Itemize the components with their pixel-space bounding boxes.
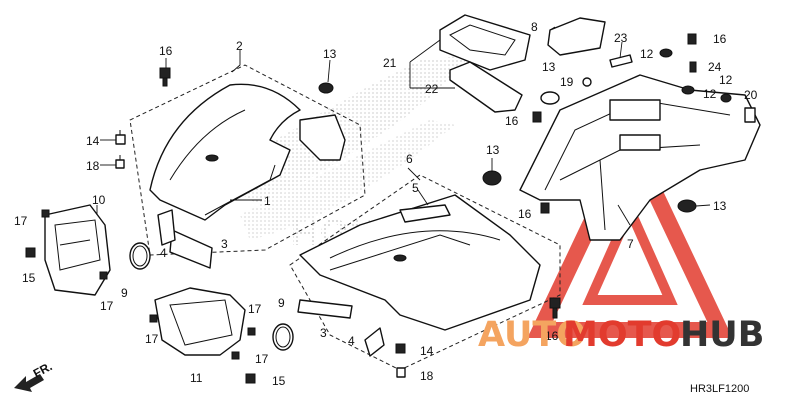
label-part-12: 12: [640, 47, 654, 61]
fender-7: [519, 74, 761, 241]
label-part-16: 16: [713, 32, 727, 46]
screw-18-left: [115, 155, 125, 169]
lid-21: [439, 14, 531, 71]
label-part-4: 4: [160, 246, 167, 260]
front-arrow-indicator: FR.: [14, 359, 54, 392]
screw-18-lower: [396, 367, 406, 378]
label-part-9: 9: [278, 296, 285, 310]
clip-17-b: [99, 271, 108, 280]
clip-19: [582, 77, 592, 87]
label-part-8: 8: [531, 20, 538, 34]
logo-text-auto: AUTO: [478, 315, 586, 355]
label-part-17: 17: [255, 352, 269, 366]
clip-17-a: [41, 209, 50, 218]
label-part-13: 13: [542, 60, 556, 74]
label-part-12: 12: [703, 87, 717, 101]
bolt-14-left: [115, 130, 126, 145]
part-20: [744, 107, 756, 123]
strip-23: [609, 54, 633, 68]
label-part-12: 12: [719, 73, 733, 87]
logo-text-moto: MOTO: [563, 315, 681, 355]
label-part-20: 20: [744, 88, 758, 102]
label-part-16: 16: [505, 114, 519, 128]
label-part-24: 24: [708, 60, 722, 74]
grommet-13-right-low: [677, 199, 697, 213]
logo-text-hub: HUB: [680, 315, 764, 355]
label-part-21: 21: [383, 56, 397, 70]
label-part-3: 3: [320, 326, 327, 340]
bolt-15-a: [25, 247, 36, 258]
label-part-16: 16: [545, 329, 559, 343]
cap-12-c: [720, 93, 732, 103]
label-part-13: 13: [713, 199, 727, 213]
bracket-11: [154, 287, 246, 356]
grommet-13-mid: [482, 170, 502, 186]
bolt-16-lower: [549, 297, 561, 319]
label-part-4: 4: [348, 334, 355, 348]
grommet-13-left: [318, 82, 334, 94]
cap-12-a: [659, 48, 673, 58]
label-part-13: 13: [323, 47, 337, 61]
autmotohub-logo-text: AUTO MOTO HUB: [478, 315, 764, 355]
label-part-18: 18: [86, 159, 100, 173]
label-part-2: 2: [236, 39, 243, 53]
bolt-16-right-mid: [532, 111, 542, 123]
grommet-13-right-top: [540, 91, 560, 105]
label-part-17: 17: [248, 302, 262, 316]
label-part-22: 22: [425, 82, 439, 96]
label-part-14: 14: [86, 134, 100, 148]
label-part-17: 17: [100, 299, 114, 313]
leader-lines: [96, 26, 711, 226]
bolt-16-right-top: [687, 33, 697, 45]
clip-17-d: [247, 327, 256, 336]
clip-17-c: [149, 314, 158, 323]
label-part-17: 17: [14, 214, 28, 228]
cover-2-group: [129, 64, 366, 269]
label-part-7: 7: [627, 237, 634, 251]
cap-12-b: [681, 85, 695, 95]
part-labels: 2 16 13 14 18 1 17 10 15 17 9 4 3 21 22 …: [14, 20, 758, 388]
label-part-19: 19: [560, 75, 574, 89]
label-part-15: 15: [272, 374, 286, 388]
label-part-23: 23: [614, 31, 628, 45]
label-part-9: 9: [121, 286, 128, 300]
label-part-13: 13: [486, 143, 500, 157]
label-part-16: 16: [159, 44, 173, 58]
gasket-22: [449, 61, 523, 113]
reference-code: HR3LF1200: [690, 383, 749, 395]
bolt-14-lower: [395, 343, 406, 354]
label-part-17: 17: [145, 332, 159, 346]
label-part-11: 11: [190, 371, 203, 385]
clip-24: [689, 61, 697, 73]
autmotohub-logo-triangle: [527, 121, 733, 338]
bolt-15-b: [245, 373, 256, 384]
seal-ring-9-left: [129, 242, 151, 270]
cover-8: [547, 17, 606, 56]
label-part-16: 16: [518, 207, 532, 221]
bracket-10: [44, 204, 111, 296]
bolt-16-right-low: [540, 202, 550, 214]
label-part-18: 18: [420, 369, 434, 383]
cover-5-group: [289, 174, 561, 371]
label-part-15: 15: [22, 271, 36, 285]
bolt-16-top-left: [159, 67, 171, 87]
label-part-14: 14: [420, 344, 434, 358]
label-part-5: 5: [412, 181, 419, 195]
label-part-1: 1: [264, 194, 271, 208]
label-part-3: 3: [221, 237, 228, 251]
clip-17-e: [231, 351, 240, 360]
label-part-6: 6: [406, 152, 413, 166]
label-part-10: 10: [92, 193, 106, 207]
seal-ring-9-right: [272, 323, 294, 351]
